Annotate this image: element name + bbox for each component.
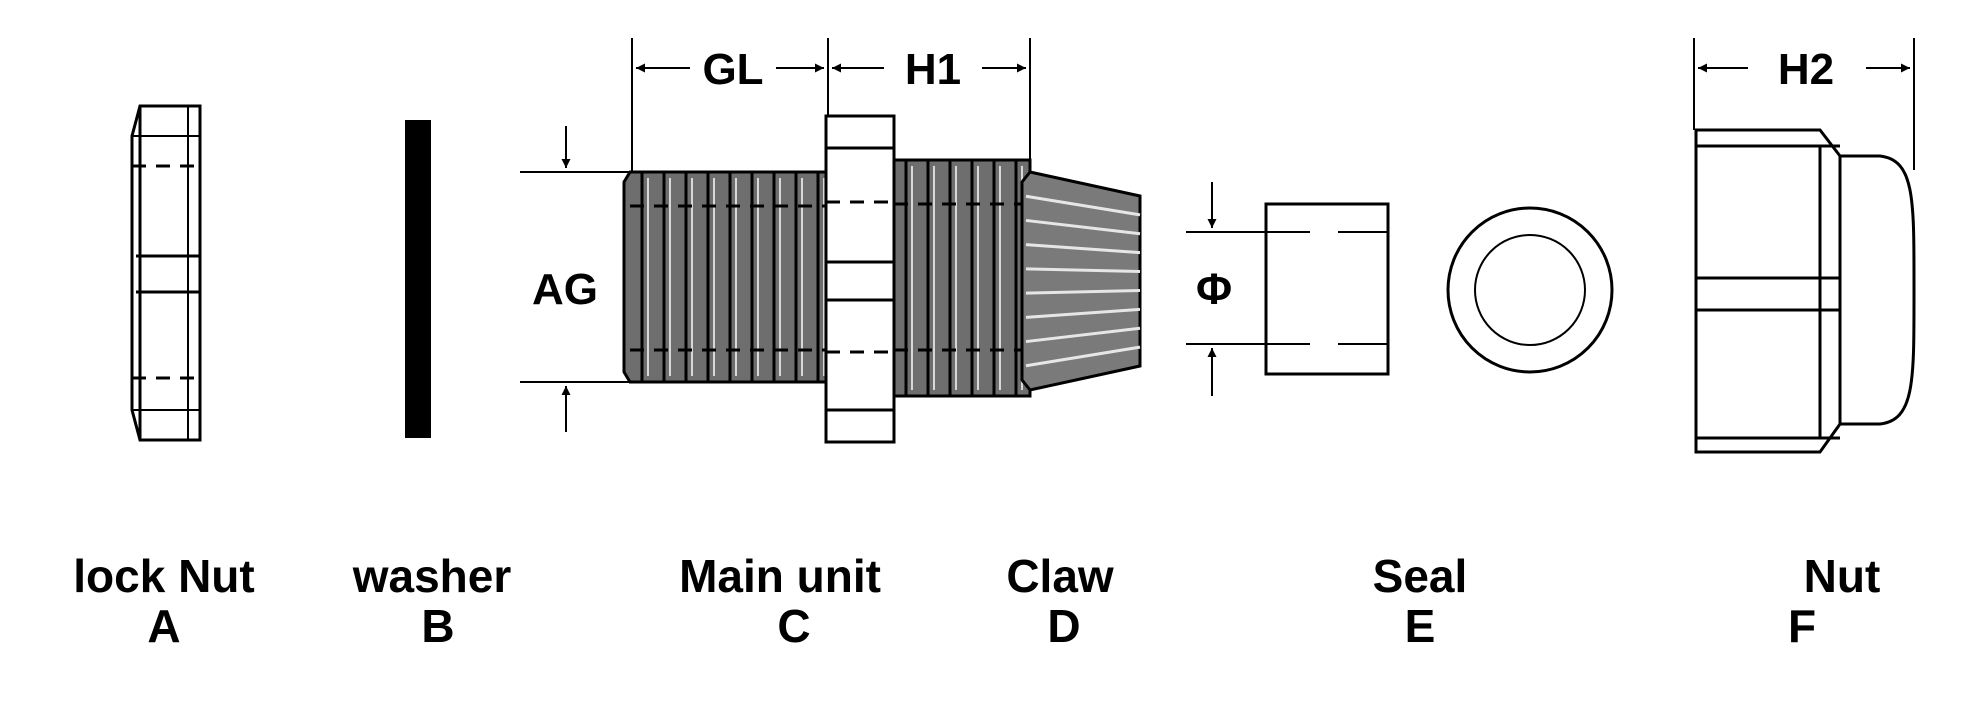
part-a-letter: A (147, 600, 180, 652)
dimension-label-h2: H2 (1778, 45, 1834, 94)
claw-drawing (1020, 170, 1142, 392)
part-c-letter: C (777, 600, 810, 652)
dimension-label-h1: H1 (905, 45, 961, 94)
claw-ridge (1025, 218, 1141, 236)
main-unit-drawing (622, 114, 1032, 444)
part-labels: lock Nut A washer B Main unit C Claw D S… (73, 550, 1880, 652)
part-a-name: lock Nut (73, 550, 254, 602)
claw-ridge (1025, 243, 1141, 255)
part-c-name: Main unit (679, 550, 881, 602)
part-e-letter: E (1405, 600, 1436, 652)
claw-ridge (1025, 267, 1141, 274)
dimension-label-gl: GL (702, 45, 763, 94)
claw-ridge (1025, 345, 1141, 368)
seal-drawing (1264, 202, 1614, 376)
part-d-letter: D (1047, 600, 1080, 652)
part-f-name: Nut (1804, 550, 1881, 602)
dimension-label-ag: AG (532, 265, 598, 314)
part-b-letter: B (421, 600, 454, 652)
claw-ridge (1025, 288, 1141, 295)
dimension-label-phi: Φ (1196, 265, 1232, 314)
claw-ridge (1025, 326, 1141, 344)
part-e-name: Seal (1373, 550, 1468, 602)
washer-drawing (405, 120, 431, 438)
dimension-lines (520, 38, 1915, 432)
lock-nut-drawing (130, 104, 202, 442)
claw-ridge (1025, 307, 1141, 319)
part-d-name: Claw (1006, 550, 1114, 602)
part-b-name: washer (352, 550, 512, 602)
claw-ridge (1025, 194, 1141, 217)
nut-drawing (1694, 128, 1916, 454)
part-f-letter: F (1788, 600, 1816, 652)
